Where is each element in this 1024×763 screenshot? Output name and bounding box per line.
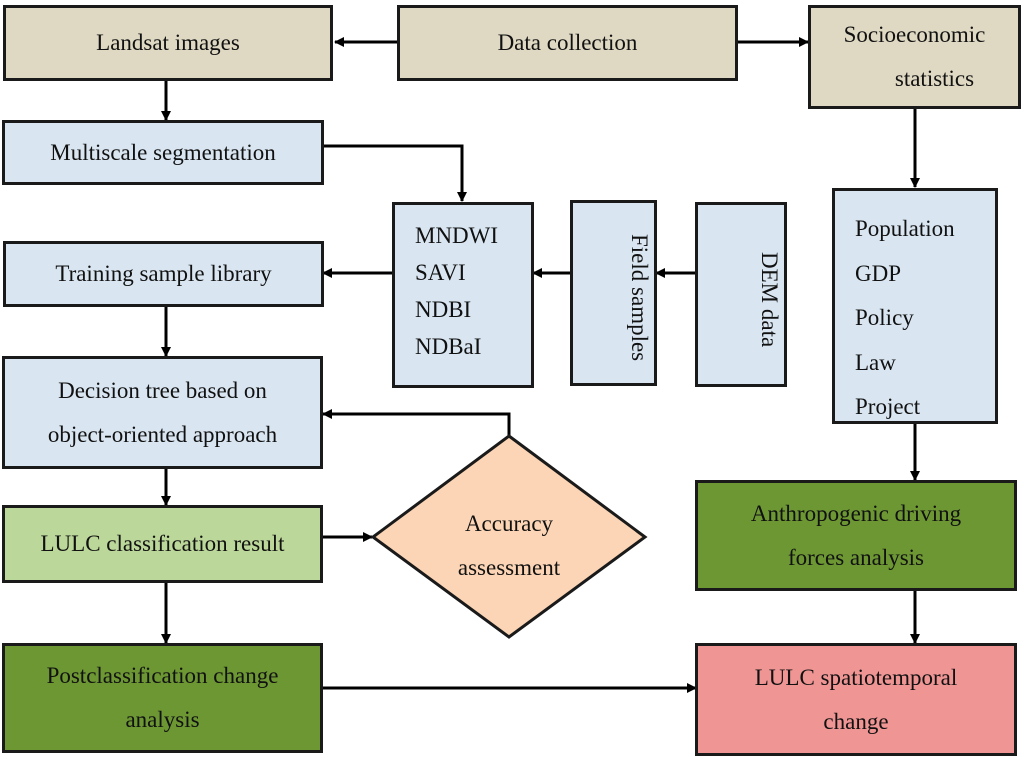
node-label: LULC classification result (40, 531, 285, 556)
node-label-line-2: forces analysis (787, 544, 925, 570)
node-label: DEM data (757, 251, 782, 348)
label-line-2: assessment (457, 555, 561, 580)
node-label-line-2: statistics (894, 66, 975, 91)
factor-item: Project (855, 394, 921, 419)
node-dem-data[interactable]: DEM data (695, 202, 787, 387)
node-label-line-1: Anthropogenic driving (750, 500, 962, 526)
node-label-line-1: LULC spatiotemporal (754, 664, 958, 690)
node-decision-tree[interactable]: Decision tree based on object-oriented a… (2, 356, 323, 469)
node-field-samples[interactable]: Field samples (570, 200, 657, 386)
factor-item: Policy (855, 305, 914, 330)
accuracy-assessment-label: Accuracy assessment (420, 502, 598, 590)
index-item: NDBI (415, 297, 472, 322)
index-item: NDBaI (415, 334, 482, 359)
node-label: Training sample library (55, 261, 272, 286)
node-label: Landsat images (96, 30, 240, 55)
node-data-collection[interactable]: Data collection (397, 5, 738, 81)
node-label-line-2: analysis (125, 707, 200, 732)
node-multiscale-segmentation[interactable]: Multiscale segmentation (2, 120, 324, 185)
node-socioeconomic-statistics[interactable]: Socioeconomic statistics (808, 5, 1021, 109)
index-item: MNDWI (415, 223, 499, 248)
factor-item: Population (855, 216, 955, 241)
node-label-line-1: Socioeconomic (843, 22, 986, 47)
node-landsat-images[interactable]: Landsat images (3, 5, 333, 81)
factor-item: Law (855, 349, 896, 375)
node-lulc-classification-result[interactable]: LULC classification result (2, 505, 323, 583)
node-label-line-2: change (823, 708, 889, 734)
node-socioeconomic-factors[interactable]: Population GDP Policy Law Project (832, 188, 998, 424)
node-label: Data collection (497, 30, 638, 55)
node-label-line-1: Postclassification change (46, 663, 279, 688)
edge-accuracy-decision (322, 409, 511, 436)
index-item: SAVI (415, 260, 466, 285)
node-anthropogenic-driving-forces[interactable]: Anthropogenic driving forces analysis (695, 480, 1017, 591)
node-spectral-indices[interactable]: MNDWI SAVI NDBI NDBaI (392, 202, 534, 388)
factor-item: GDP (855, 260, 902, 286)
label-line-1: Accuracy (464, 511, 554, 536)
edge-multiscale-indices (323, 144, 467, 202)
node-label: Field samples (627, 234, 652, 362)
node-lulc-spatiotemporal-change[interactable]: LULC spatiotemporal change (695, 643, 1017, 756)
node-label-line-1: Decision tree based on (58, 377, 267, 403)
node-postclassification-change[interactable]: Postclassification change analysis (2, 643, 323, 753)
node-label-line-2: object-oriented approach (47, 421, 278, 447)
node-label: Multiscale segmentation (50, 139, 276, 165)
accuracy-assessment-diamond[interactable] (370, 434, 648, 639)
node-training-sample-library[interactable]: Training sample library (3, 241, 324, 307)
